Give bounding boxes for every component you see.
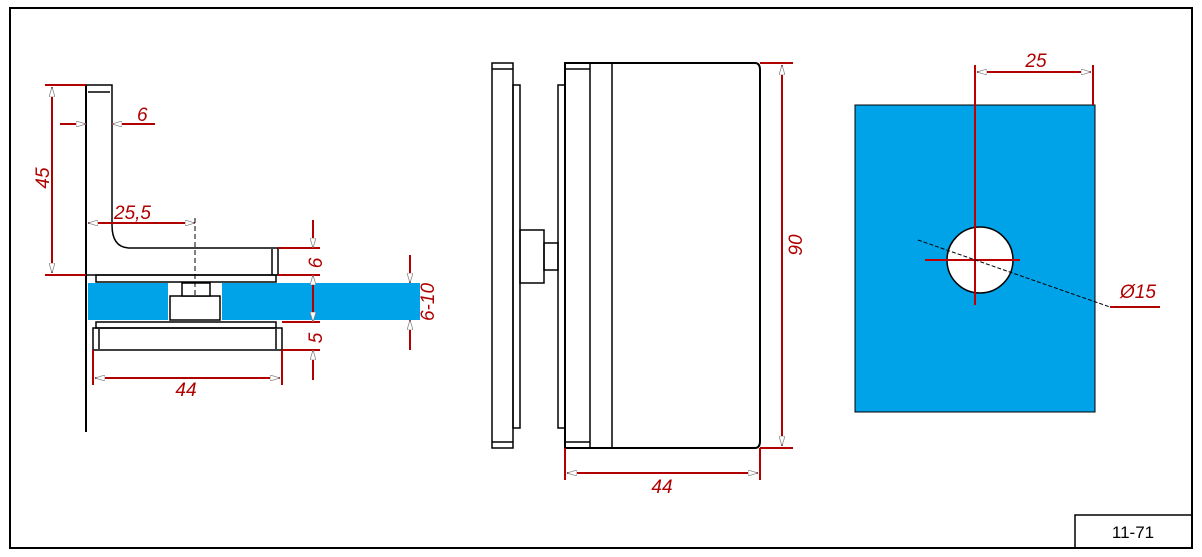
- clamp-gasket: [95, 321, 277, 329]
- bolt-shank: [543, 242, 559, 271]
- outer-gasket: [512, 84, 521, 429]
- glass-view: [854, 65, 1160, 413]
- l-bracket: [86, 84, 279, 276]
- side-view-dimensions: [45, 84, 410, 385]
- bracket-gasket: [95, 274, 277, 283]
- leader-line: [917, 239, 1111, 308]
- bolt-head: [519, 229, 545, 284]
- drawing-frame: [9, 7, 1193, 549]
- dim-hole-diameter: Ø15: [1119, 282, 1156, 303]
- outer-plate: [491, 62, 514, 449]
- main-body: [564, 62, 761, 449]
- inner-gasket: [557, 84, 566, 429]
- dim-front-height: 90: [786, 234, 807, 256]
- dim-clamp-thickness: 5: [306, 332, 327, 343]
- dim-bracket-height: 45: [33, 167, 54, 189]
- bolt: [169, 295, 221, 321]
- clamp-plate: [92, 327, 283, 351]
- dim-plate-thickness: 6: [137, 105, 148, 126]
- dim-hole-offset-25: 25: [1024, 51, 1047, 72]
- front-view-dimensions: [564, 62, 793, 480]
- dim-base-thickness: 6: [306, 257, 327, 268]
- dim-front-width: 44: [651, 477, 672, 498]
- front-view: [491, 62, 761, 449]
- drawing-number: 11-71: [1112, 523, 1154, 542]
- dim-hole-offset: 25,5: [113, 203, 151, 224]
- dim-side-width: 44: [175, 380, 196, 401]
- bolt-neck: [181, 282, 211, 297]
- dim-glass-thickness: 6-10: [418, 283, 439, 321]
- glass-panel: [88, 283, 420, 320]
- side-view: [85, 84, 420, 432]
- title-block: [1074, 514, 1193, 549]
